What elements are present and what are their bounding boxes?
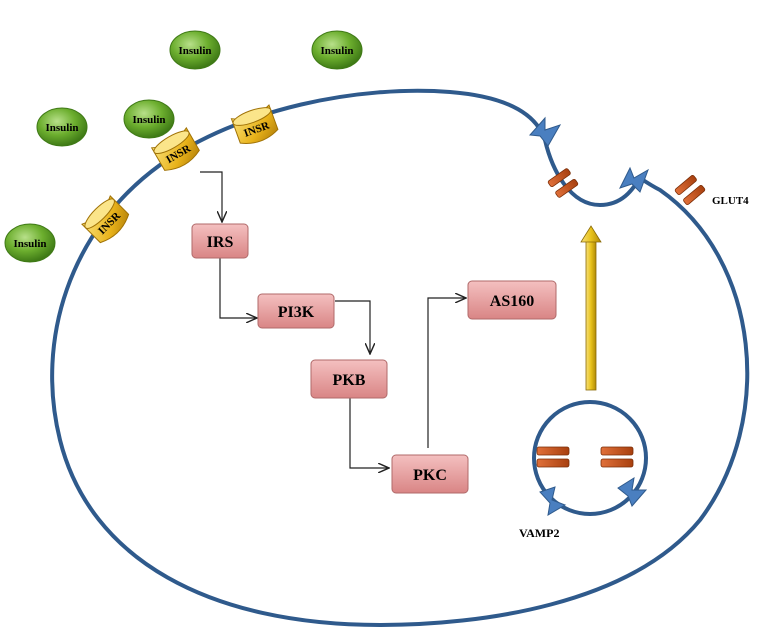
svg-text:Insulin: Insulin bbox=[132, 114, 165, 126]
insulin-molecule-1: Insulin bbox=[169, 30, 221, 70]
vamp2-membrane-2 bbox=[619, 166, 649, 193]
svg-text:IRS: IRS bbox=[207, 234, 234, 251]
svg-text:PKB: PKB bbox=[333, 372, 366, 389]
arrow-pkb-to-pkc bbox=[349, 398, 389, 468]
svg-text:Insulin: Insulin bbox=[45, 122, 78, 134]
translocation-arrow bbox=[580, 225, 602, 391]
svg-text:PKC: PKC bbox=[413, 467, 447, 484]
insulin-molecule-5: Insulin bbox=[123, 99, 175, 139]
pkc-box: PKC bbox=[391, 454, 469, 494]
cell-membrane bbox=[50, 88, 750, 628]
arrow-insr-to-irs bbox=[200, 171, 222, 222]
svg-text:PI3K: PI3K bbox=[278, 304, 315, 321]
arrow-pkc-to-as160 bbox=[427, 298, 466, 448]
insulin-receptor-1: INSR bbox=[230, 104, 279, 144]
insulin-molecule-2: Insulin bbox=[311, 30, 363, 70]
glut4-vesicle bbox=[532, 400, 648, 516]
svg-text:Insulin: Insulin bbox=[320, 45, 353, 57]
svg-text:AS160: AS160 bbox=[490, 293, 534, 310]
vesicle-vamp2-2 bbox=[617, 476, 648, 507]
arrow-pi3k-to-pkb bbox=[335, 300, 370, 354]
vamp2-label: VAMP2 bbox=[519, 526, 559, 540]
svg-text:Insulin: Insulin bbox=[13, 238, 46, 250]
glut4-label: GLUT4 bbox=[712, 195, 749, 207]
vesicle-glut4-2 bbox=[600, 446, 634, 468]
glut4-transporter-2 bbox=[674, 175, 706, 205]
vesicle-glut4-1 bbox=[536, 446, 570, 468]
insulin-molecule-4: Insulin bbox=[4, 223, 56, 263]
vesicle-vamp2-1 bbox=[539, 486, 567, 516]
insulin-receptor-2: INSR bbox=[150, 126, 200, 171]
insulin-molecule-3: Insulin bbox=[36, 107, 88, 147]
svg-text:Insulin: Insulin bbox=[178, 45, 211, 57]
irs-box: IRS bbox=[191, 223, 249, 259]
pi3k-box: PI3K bbox=[257, 293, 335, 329]
glut4-transporter-1 bbox=[547, 168, 579, 198]
as160-box: AS160 bbox=[467, 280, 557, 320]
arrow-irs-to-pi3k bbox=[219, 258, 257, 318]
pkb-box: PKB bbox=[310, 359, 388, 399]
vamp2-membrane-1 bbox=[528, 116, 562, 147]
